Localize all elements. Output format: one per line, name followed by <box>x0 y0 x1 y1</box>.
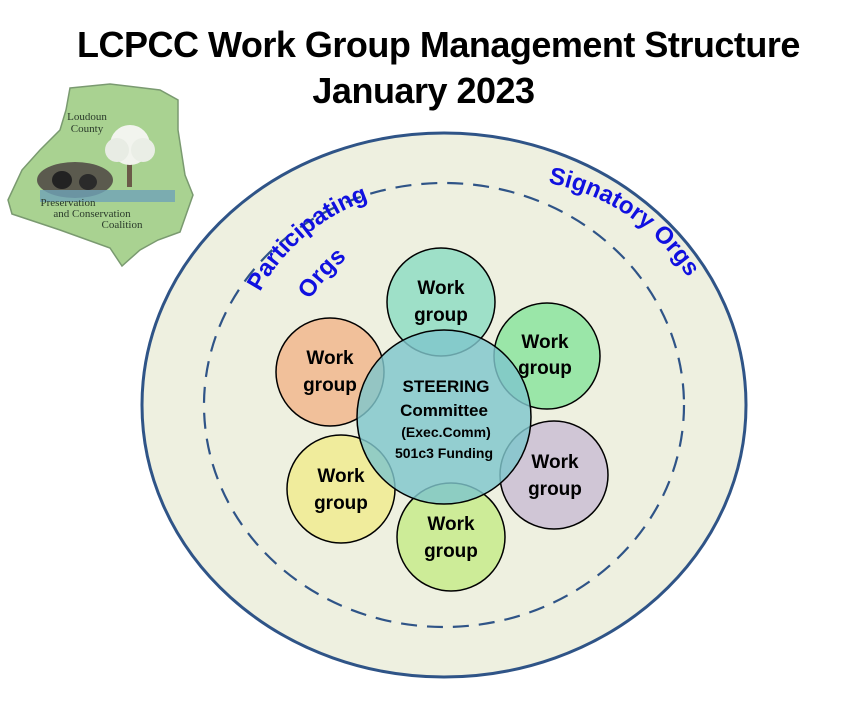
logo-text-line1: Loudoun <box>67 111 107 123</box>
steering-label-line4: 501c3 Funding <box>395 445 493 461</box>
page-title-line2: January 2023 <box>312 70 535 111</box>
tree-icon <box>105 125 155 187</box>
work-group-label-line1: Work <box>427 514 475 535</box>
work-group-label-line1: Work <box>417 278 465 299</box>
steering-committee-circle <box>356 329 532 505</box>
work-group-label-line2: group <box>314 493 368 514</box>
work-group-label-line1: Work <box>317 466 365 487</box>
work-group-6: Work group <box>275 317 385 427</box>
logo-text-line4: and Conservation <box>53 208 131 220</box>
work-group-4: Work group <box>396 482 506 592</box>
work-group-3: Work group <box>499 420 609 530</box>
work-group-label-line2: group <box>424 541 478 562</box>
logo-text-line3: Preservation <box>41 197 96 209</box>
steering-label-line1: STEERING <box>403 377 490 396</box>
work-group-label-line1: Work <box>531 452 579 473</box>
work-group-label-line2: group <box>303 375 357 396</box>
steering-label-line3: (Exec.Comm) <box>401 424 490 440</box>
logo-text-line2: County <box>71 123 104 135</box>
participating-orgs-ring <box>202 181 686 629</box>
work-group-label-line2: group <box>414 305 468 326</box>
steering-label-line2: Committee <box>400 401 488 420</box>
stone-bridge-image <box>37 162 113 198</box>
steering-committee: STEERING Committee (Exec.Comm) 501c3 Fun… <box>356 329 532 505</box>
work-group-label-line2: group <box>528 479 582 500</box>
page-title-line1: LCPCC Work Group Management Structure <box>77 24 800 65</box>
work-group-label-line2: group <box>518 358 572 379</box>
work-group-label-line1: Work <box>306 348 354 369</box>
work-group-1: Work group <box>386 247 496 357</box>
logo-text-line5: Coalition <box>102 219 143 231</box>
work-group-label-line1: Work <box>521 332 569 353</box>
lcpcc-logo: Loudoun County Preservation and Conserva… <box>7 83 194 268</box>
